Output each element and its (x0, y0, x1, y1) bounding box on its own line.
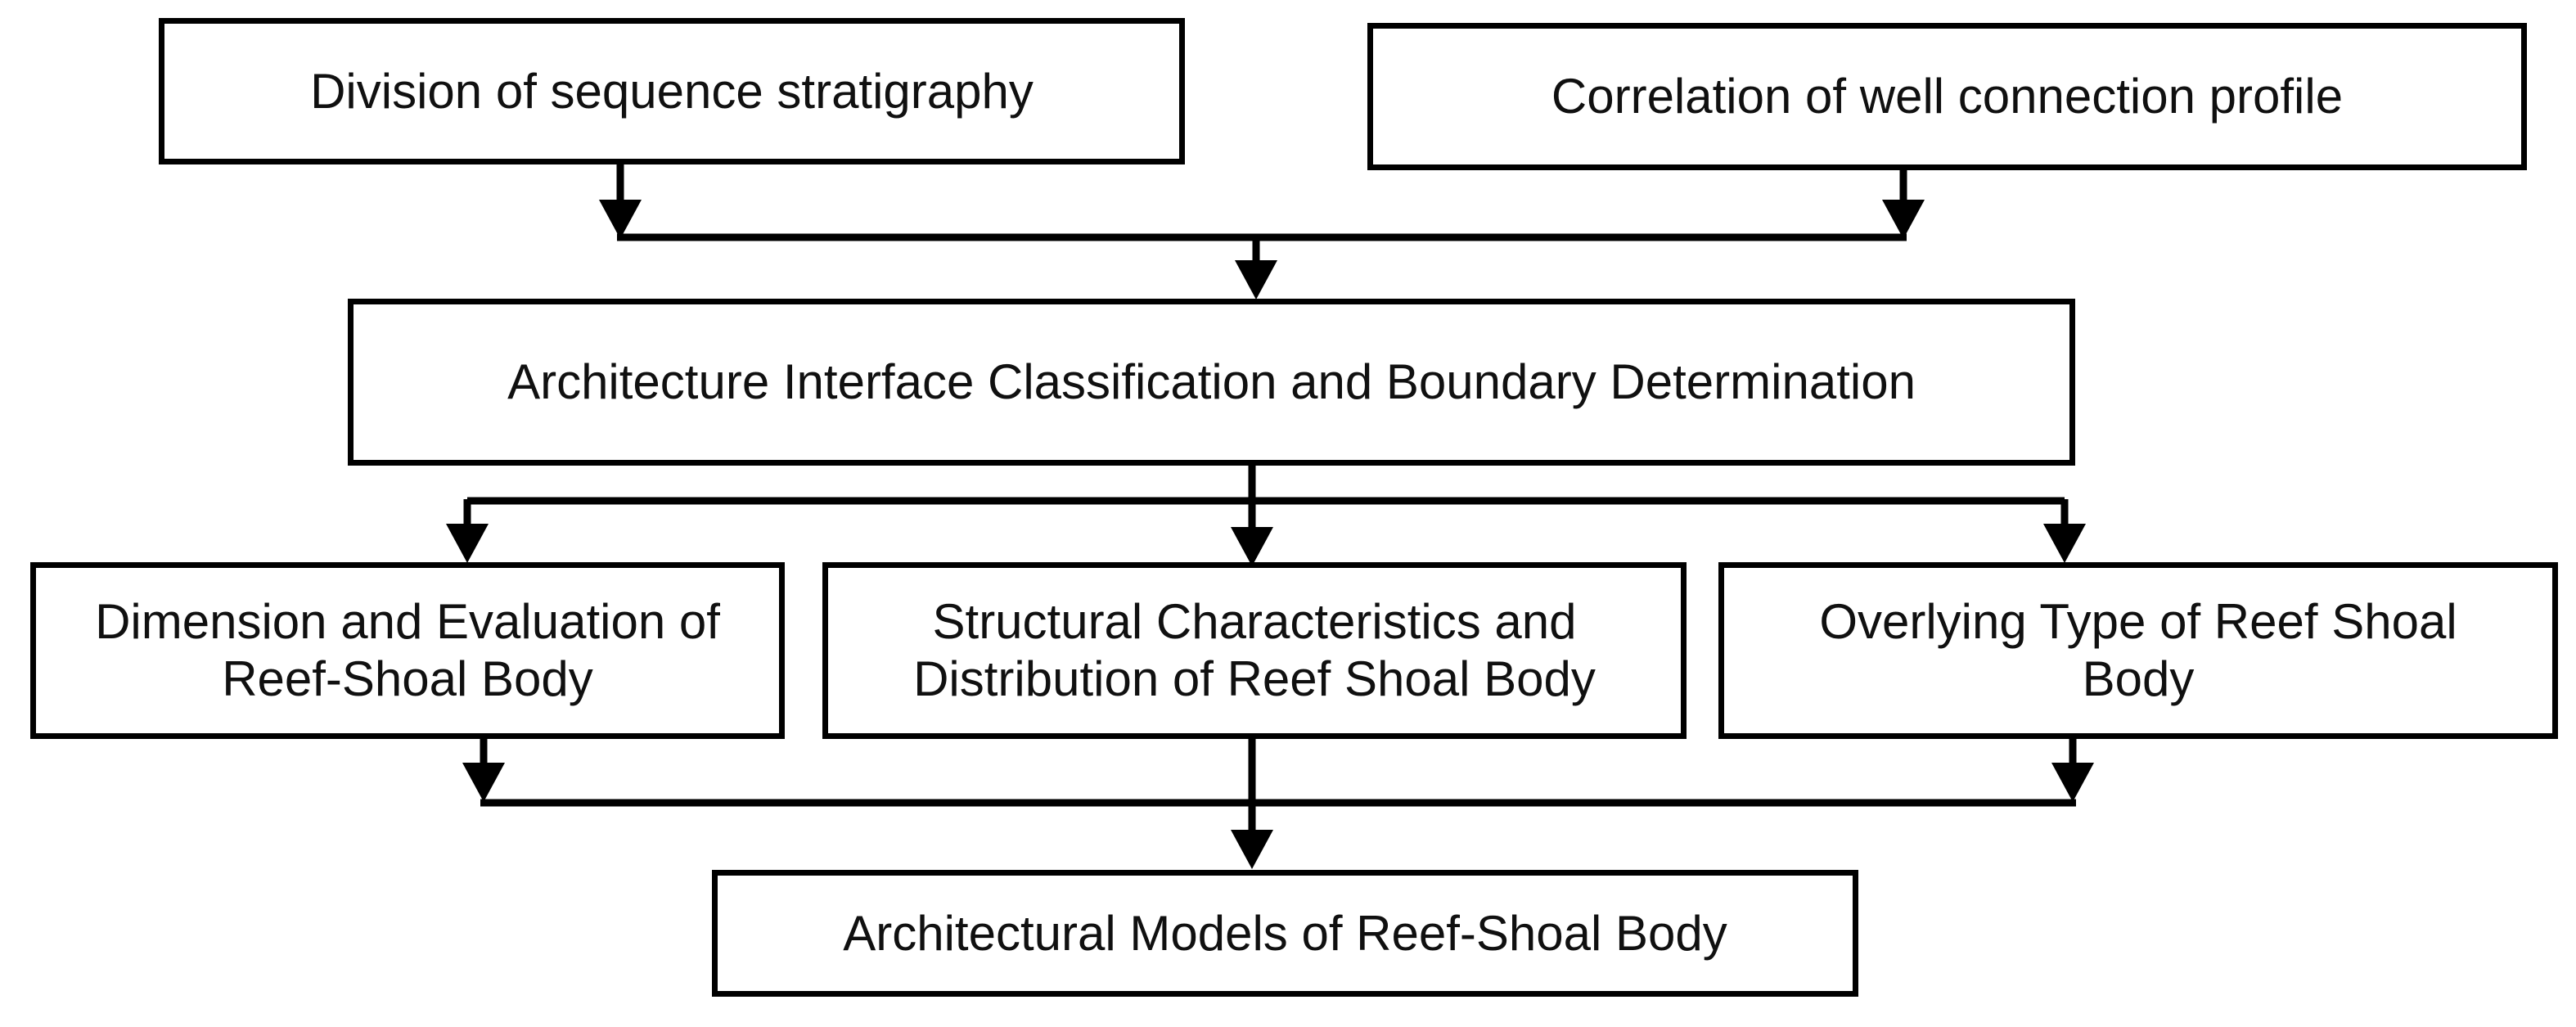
box-dimension-and-evaluation: Dimension and Evaluation of Reef-Shoal B… (30, 562, 785, 739)
arrowhead-correlation-icon (1882, 200, 1925, 239)
arrowhead-structural-icon (1231, 527, 1273, 566)
box-structural-label: Structural Characteristics and Distribut… (913, 594, 1596, 706)
box-architectural-models: Architectural Models of Reef-Shoal Body (712, 870, 1858, 997)
box-division-label: Division of sequence stratigraphy (310, 63, 1034, 119)
box-overlying-label: Overlying Type of Reef Shoal Body (1819, 594, 2457, 706)
arrowhead-division-icon (599, 200, 642, 239)
box-dimension-label: Dimension and Evaluation of Reef-Shoal B… (95, 594, 720, 706)
box-structural-characteristics: Structural Characteristics and Distribut… (822, 562, 1687, 739)
box-models-label: Architectural Models of Reef-Shoal Body (843, 905, 1727, 961)
box-overlying-type: Overlying Type of Reef Shoal Body (1718, 562, 2558, 739)
box-division-of-sequence-stratigraphy: Division of sequence stratigraphy (159, 18, 1185, 164)
arrowhead-collect-left-icon (462, 763, 505, 802)
box-architecture-interface-classification: Architecture Interface Classification an… (348, 299, 2075, 466)
arrowhead-models-icon (1231, 830, 1273, 869)
box-architecture-label: Architecture Interface Classification an… (507, 354, 1916, 410)
arrowhead-dimension-icon (446, 524, 489, 563)
arrowhead-architecture-icon (1235, 260, 1277, 300)
box-correlation-of-well-connection-profile: Correlation of well connection profile (1367, 23, 2527, 170)
arrowhead-collect-right-icon (2051, 763, 2094, 802)
box-correlation-label: Correlation of well connection profile (1551, 69, 2344, 124)
arrowhead-overlying-icon (2043, 524, 2086, 563)
